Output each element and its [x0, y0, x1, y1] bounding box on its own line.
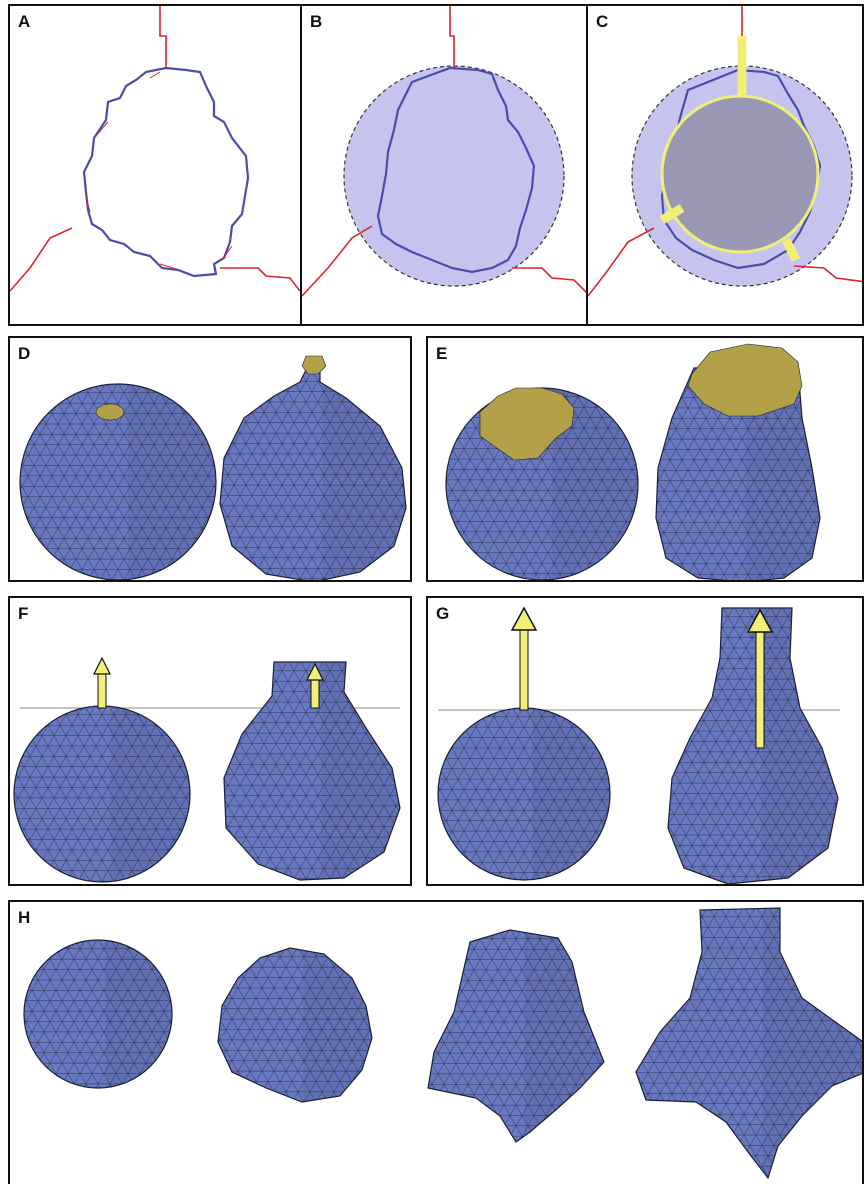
fitted-circle	[344, 66, 564, 286]
panel-h-graphic	[10, 902, 864, 1184]
panel-g: G	[426, 596, 864, 886]
panel-c: C	[586, 4, 864, 326]
panel-e-label: E	[436, 344, 447, 364]
panel-e-graphic	[428, 338, 864, 582]
panel-c-label: C	[596, 12, 608, 32]
panel-a: A	[8, 4, 302, 326]
panel-g-graphic	[428, 598, 864, 886]
up-arrow-icon	[512, 608, 536, 710]
panel-f-label: F	[18, 604, 28, 624]
panel-c-graphic	[588, 6, 864, 326]
panel-d-label: D	[18, 344, 30, 364]
panel-h-label: H	[18, 908, 30, 928]
panel-a-label: A	[18, 12, 30, 32]
inner-disk	[662, 96, 818, 252]
panel-h: H	[8, 900, 864, 1184]
cell-outline	[84, 68, 248, 276]
panel-f-graphic	[10, 598, 412, 886]
up-arrow-icon	[94, 658, 110, 708]
panel-g-label: G	[436, 604, 449, 624]
contact-patch-small	[96, 404, 124, 420]
cell-boundary-network	[10, 6, 300, 291]
panel-e: E	[426, 336, 864, 582]
panel-f: F	[8, 596, 412, 886]
contact-patch-tip	[302, 356, 326, 374]
panel-d-graphic	[10, 338, 412, 582]
panel-b: B	[300, 4, 588, 326]
panel-a-graphic	[10, 6, 302, 326]
panel-d: D	[8, 336, 412, 582]
panel-b-label: B	[310, 12, 322, 32]
panel-b-graphic	[302, 6, 588, 326]
